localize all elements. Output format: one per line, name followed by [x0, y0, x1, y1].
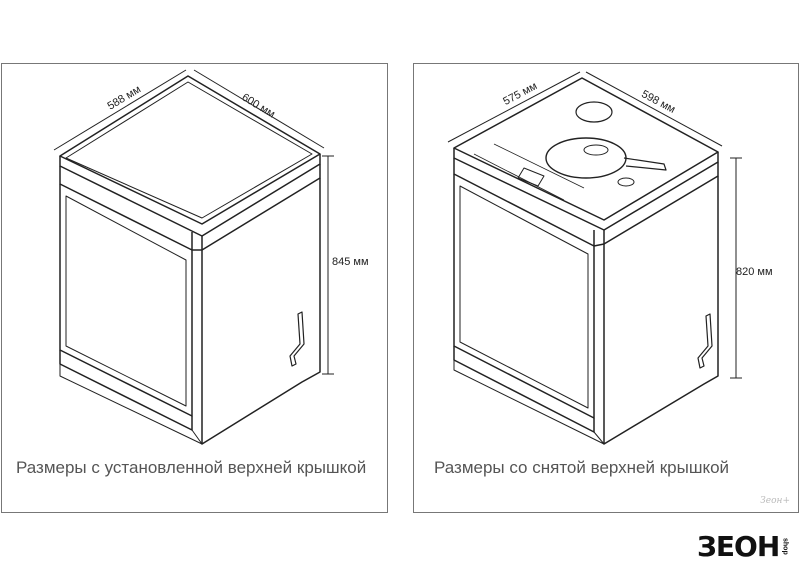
diagram-panel-right: 575 мм 598 мм 820 мм Размеры со снятой в… — [413, 63, 799, 513]
caption-left: Размеры с установленной верхней крышкой — [16, 458, 367, 477]
brand-logo: ЗЕОН shop — [697, 530, 788, 563]
logo-text: ЗЕОН — [697, 530, 780, 563]
height-dimension-label: 845 мм — [332, 256, 369, 268]
dishwasher-without-top-drawing — [447, 71, 742, 445]
dishwasher-with-top-drawing — [53, 69, 334, 445]
caption-right: Размеры со снятой верхней крышкой — [434, 458, 730, 477]
watermark: Зеон+ — [760, 496, 790, 506]
height-dimension-label: 820 мм — [736, 266, 773, 278]
diagram-panel-left: 588 мм 600 мм 845 мм Размеры с установле… — [1, 63, 388, 513]
logo-subtext: shop — [781, 538, 789, 555]
